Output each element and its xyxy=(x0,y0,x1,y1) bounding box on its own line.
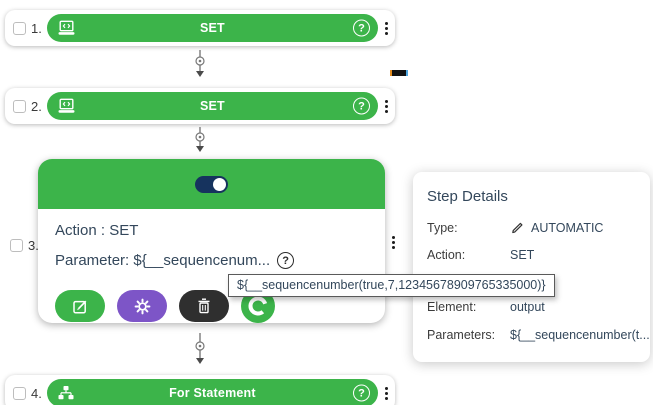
detail-row-action: Action: SET xyxy=(427,248,637,262)
step-card-1: 1. SET ? xyxy=(5,10,395,46)
detail-value: output xyxy=(510,300,545,314)
step-3-parameter-text: Parameter: ${__sequencenum... xyxy=(55,252,271,269)
step-card-2: 2. SET ? xyxy=(5,88,395,124)
sitemap-icon xyxy=(58,386,74,400)
step-card-4: 4. For Statement ? xyxy=(5,375,395,405)
step-3-action-text: Action : SET xyxy=(55,222,139,239)
step-1-number: 1. xyxy=(31,20,42,36)
add-step-connector-2[interactable] xyxy=(192,127,208,153)
add-step-connector-3[interactable] xyxy=(192,333,208,365)
step-3-header xyxy=(38,159,385,209)
step-4-number: 4. xyxy=(31,385,42,401)
add-step-connector-1[interactable] xyxy=(192,50,208,78)
step-2-checkbox[interactable] xyxy=(13,99,26,113)
detail-row-type: Type: AUTOMATIC xyxy=(427,220,637,235)
circular-arrow-icon xyxy=(246,294,270,318)
step-details-panel: Step Details Type: AUTOMATIC Action: SET… xyxy=(413,172,650,362)
step-3-checkbox[interactable] xyxy=(10,239,23,252)
step-2-number: 2. xyxy=(31,98,42,114)
step-2-label: SET xyxy=(199,99,225,113)
pencil-icon[interactable] xyxy=(510,220,525,235)
step-details-title: Step Details xyxy=(427,188,508,205)
pencil-square-icon xyxy=(72,298,89,315)
step-card-3-expanded: Action : SET Parameter: ${__sequencenum.… xyxy=(38,159,385,323)
step-2-help-icon[interactable]: ? xyxy=(353,97,370,115)
detail-value: ${__sequencenumber(t... xyxy=(510,328,650,342)
step-1-label: SET xyxy=(199,21,225,35)
detail-label: Action: xyxy=(427,248,466,262)
step-4-checkbox[interactable] xyxy=(13,386,26,400)
edit-step-button[interactable] xyxy=(55,290,105,322)
step-1-checkbox[interactable] xyxy=(13,21,26,35)
step-1-menu-icon[interactable] xyxy=(382,20,391,37)
step-4-label: For Statement xyxy=(169,386,256,400)
step-4-help-icon[interactable]: ? xyxy=(353,384,370,402)
detail-value: AUTOMATIC xyxy=(531,220,604,235)
step-3-action-buttons xyxy=(55,289,275,323)
detail-label: Element: xyxy=(427,300,477,314)
parameter-help-icon[interactable]: ? xyxy=(277,252,295,269)
desktop-code-icon xyxy=(58,98,75,114)
step-3-menu-icon[interactable] xyxy=(389,234,398,251)
step-1-bar[interactable]: SET ? xyxy=(46,14,378,42)
detail-label: Parameters: xyxy=(427,328,496,342)
detail-row-element: Element: output xyxy=(427,300,637,314)
step-settings-button[interactable] xyxy=(117,290,167,322)
trash-icon xyxy=(197,298,211,314)
detail-label: Type: xyxy=(427,220,458,235)
step-1-help-icon[interactable]: ? xyxy=(353,19,370,37)
step-3-parameter: Parameter: ${__sequencenum... ? xyxy=(55,252,295,269)
parameter-tooltip: ${__sequencenumber(true,7,12345678909765… xyxy=(228,274,555,297)
step-3-enabled-toggle[interactable] xyxy=(195,175,228,193)
step-2-menu-icon[interactable] xyxy=(382,98,391,115)
detail-value: SET xyxy=(510,248,535,262)
step-2-bar[interactable]: SET ? xyxy=(46,92,378,120)
desktop-code-icon xyxy=(58,20,75,36)
cursor-artifact xyxy=(390,70,408,76)
step-4-menu-icon[interactable] xyxy=(382,385,391,402)
gear-icon xyxy=(134,298,151,315)
step-4-bar[interactable]: For Statement ? xyxy=(46,379,378,405)
step-3-number: 3. xyxy=(28,238,39,253)
step-3-selector: 3. xyxy=(10,238,39,253)
detail-row-parameters: Parameters: ${__sequencenumber(t... xyxy=(427,328,650,342)
delete-step-button[interactable] xyxy=(179,290,229,322)
